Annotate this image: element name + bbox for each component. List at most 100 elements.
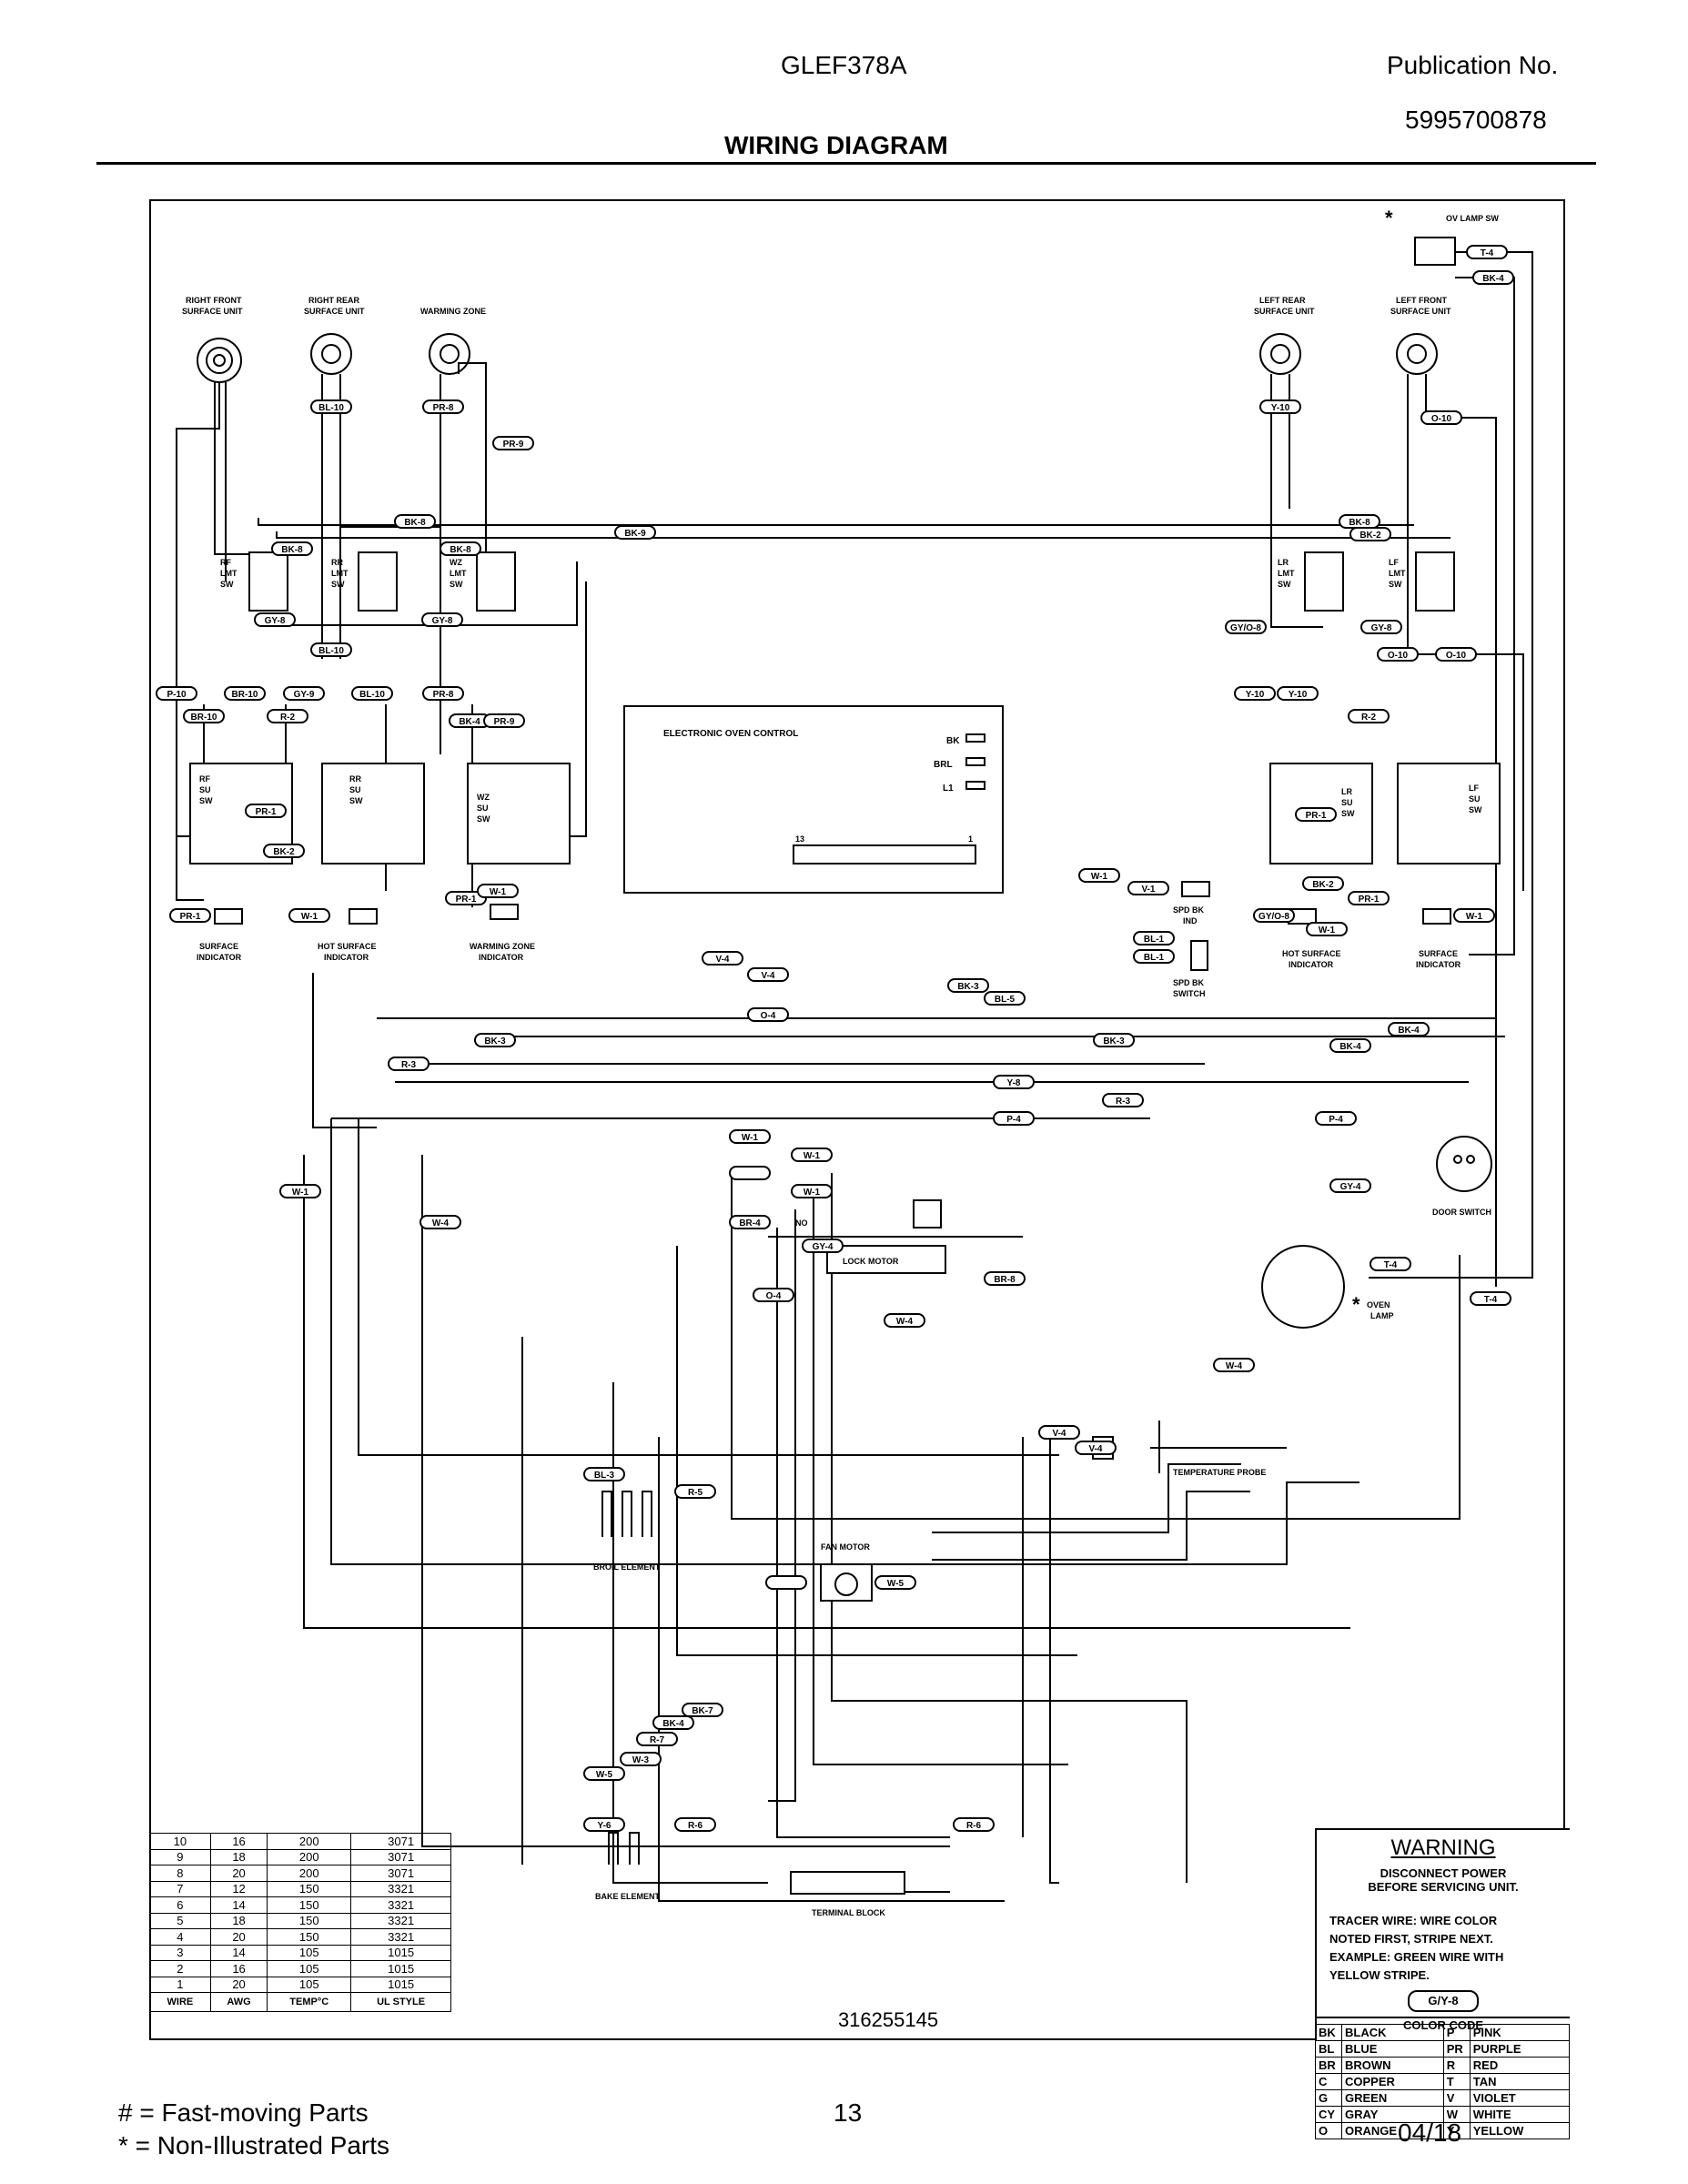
wire-label-text: BK-3 <box>484 1036 506 1046</box>
wire-label-text: Y-10 <box>1246 690 1265 700</box>
wire-label-text: BK-4 <box>1339 1042 1361 1052</box>
svg-text:BRL: BRL <box>934 760 953 770</box>
svg-text:SW: SW <box>450 580 463 589</box>
wire-table-cell: 18 <box>209 1912 268 1929</box>
wire-label-bk8: BK-8 <box>271 541 313 556</box>
wire-label-text: BR-10 <box>191 713 217 723</box>
wire-label-text: P-4 <box>1329 1115 1343 1125</box>
door-switch: DOOR SWITCH <box>1432 1136 1492 1217</box>
wire-label-text: BL-3 <box>594 1471 615 1481</box>
surface-indicator-left: SURFACE INDICATOR <box>197 908 243 962</box>
wire-label-text: W-1 <box>1091 872 1108 882</box>
svg-text:LAMP: LAMP <box>1370 1311 1394 1320</box>
wire-label-bk4: BK-4 <box>1472 270 1514 285</box>
wire-label-text: BK-7 <box>692 1706 713 1716</box>
wire-label-text: V-4 <box>1088 1444 1102 1454</box>
wire-label-gy8: GY-8 <box>421 612 463 627</box>
wire-label-text: BK-2 <box>273 847 295 857</box>
wire-table-cell: 20 <box>209 1976 268 1993</box>
color-code-cell: BLACK <box>1341 2024 1444 2041</box>
wire-label-text: W-1 <box>804 1151 821 1161</box>
wire-label-text: BK-4 <box>459 717 480 727</box>
wire-label-w1: W-1 <box>1306 922 1348 936</box>
lf-limit-switch: LF LMT SW <box>1389 551 1455 612</box>
svg-text:SURFACE UNIT: SURFACE UNIT <box>182 307 243 316</box>
svg-text:SW: SW <box>477 814 490 824</box>
wire-label-text: T-4 <box>1484 1295 1498 1305</box>
svg-text:L1: L1 <box>943 784 954 794</box>
wire-table-cell: 105 <box>267 1944 352 1961</box>
wire-label-text: O-10 <box>1446 651 1467 661</box>
wire-label-r2: R-2 <box>267 709 308 723</box>
wire-label-text: P-4 <box>1006 1115 1021 1125</box>
wire-label-pr8: PR-8 <box>422 686 464 701</box>
wire-table-header-cell: WIRE <box>149 1992 211 2012</box>
wire-label-pr1: PR-1 <box>169 908 211 923</box>
svg-text:SU: SU <box>1469 794 1481 804</box>
color-code-cell: VIOLET <box>1469 2089 1571 2107</box>
fan-motor: FAN MOTOR <box>820 1542 873 1602</box>
wire-label-text: GY-8 <box>1371 623 1392 633</box>
wire-label-text: Y-10 <box>1271 403 1290 413</box>
wire-label-gy4: GY-4 <box>1329 1178 1371 1193</box>
rr-limit-switch: RR LMT SW <box>331 551 398 612</box>
wire-label-text: BK-2 <box>1359 531 1381 541</box>
color-code-cell: WHITE <box>1469 2106 1571 2123</box>
wire-label-r2: R-2 <box>1348 709 1390 723</box>
wire-label-text: W-1 <box>804 1188 821 1198</box>
svg-text:SW: SW <box>199 796 213 805</box>
wire-label-pr9: PR-9 <box>492 436 534 450</box>
wire-label-text: BK-8 <box>450 545 471 555</box>
wire-label-text: W-4 <box>896 1317 914 1327</box>
svg-text:LMT: LMT <box>1389 569 1406 578</box>
wire-label-br10: BR-10 <box>183 709 225 723</box>
wire-label-text: P-10 <box>167 690 187 700</box>
wire-label-text: W-1 <box>742 1133 759 1143</box>
wire-label-text: O-10 <box>1431 414 1452 424</box>
wire-table-cell: 3071 <box>350 1848 451 1866</box>
wire-label-bl10: BL-10 <box>351 686 393 701</box>
svg-text:LF: LF <box>1469 784 1479 793</box>
svg-text:RF: RF <box>199 774 210 784</box>
wire-label-r6: R-6 <box>953 1817 995 1832</box>
wire-label-w1: W-1 <box>477 884 519 898</box>
wire-label-text: R-3 <box>1116 1097 1131 1107</box>
wire-label-text: R-2 <box>1361 713 1377 723</box>
wire-label-o4: O-4 <box>753 1288 794 1302</box>
wire-label-text: BK-8 <box>404 518 426 528</box>
wire-label-gy8: GY-8 <box>1360 620 1402 634</box>
terminal-block: TERMINAL BLOCK <box>790 1871 905 1917</box>
wire-label-pr8: PR-8 <box>422 399 464 414</box>
rf-surface-unit: RIGHT FRONT SURFACE UNIT <box>182 296 243 383</box>
wire-table-cell: 150 <box>267 1928 352 1946</box>
color-code-cell: G <box>1315 2089 1342 2107</box>
svg-text:WZ: WZ <box>450 558 462 567</box>
wire-table-cell: 12 <box>209 1880 268 1897</box>
wire-label-text: R-6 <box>966 1821 982 1831</box>
svg-text:LF: LF <box>1389 558 1399 567</box>
wire-table-cell: 105 <box>267 1960 352 1977</box>
wire-label-p4: P-4 <box>993 1111 1035 1126</box>
wire-label-text: W-1 <box>292 1188 309 1198</box>
ov-lamp-switch: OV LAMP SW * <box>1385 207 1499 266</box>
wire-label-v4: V-4 <box>1038 1425 1080 1440</box>
wire-label-text: O-4 <box>766 1291 782 1301</box>
wire-label-bk3: BK-3 <box>1093 1033 1135 1047</box>
wire-label-text: V-1 <box>1141 885 1155 895</box>
header-rule <box>96 162 1596 165</box>
wire-label-text: PR-1 <box>180 912 201 922</box>
wire-label-text: PR-1 <box>256 807 277 817</box>
surface-indicator-right: SURFACE INDICATOR <box>1416 908 1461 969</box>
wire-label-br8: BR-8 <box>984 1271 1026 1286</box>
svg-text:SPD BK: SPD BK <box>1173 978 1205 987</box>
svg-text:SURFACE UNIT: SURFACE UNIT <box>1390 307 1451 316</box>
wire-label-text: BR-8 <box>994 1275 1016 1285</box>
wire-label-text: GY-4 <box>813 1242 834 1252</box>
wire-table-cell: 7 <box>149 1880 211 1897</box>
svg-text:INDICATOR: INDICATOR <box>324 953 369 962</box>
color-code-cell: CY <box>1315 2106 1342 2123</box>
wire-label-r7: R-7 <box>636 1732 678 1746</box>
